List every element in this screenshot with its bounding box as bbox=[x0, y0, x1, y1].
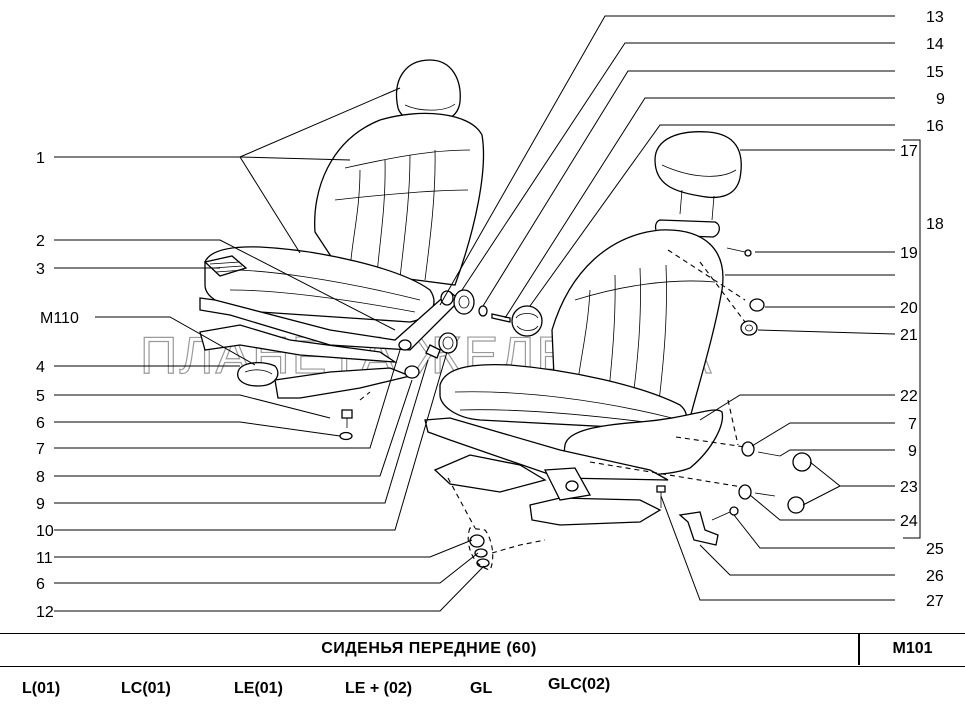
left-seat-assembly bbox=[199, 59, 485, 441]
callout-11: 11 bbox=[36, 550, 53, 567]
callout-6: 6 bbox=[36, 415, 45, 432]
callout-18: 18 bbox=[926, 216, 944, 233]
callout-7-right: 7 bbox=[908, 416, 917, 433]
callout-23: 23 bbox=[900, 479, 918, 496]
title-divider bbox=[858, 634, 860, 665]
callouts-left: 1 2 3 M110 4 5 6 7 8 9 10 11 6 12 bbox=[36, 150, 79, 621]
callout-17: 17 bbox=[900, 143, 918, 160]
variant-glc02: GLC(02) bbox=[548, 676, 611, 693]
callout-22: 22 bbox=[900, 388, 918, 405]
recliner-knob-parts bbox=[440, 289, 543, 337]
callout-2: 2 bbox=[36, 233, 45, 250]
callout-19: 19 bbox=[900, 245, 918, 262]
callout-10: 10 bbox=[36, 523, 54, 540]
callout-26: 26 bbox=[926, 568, 944, 585]
callout-25: 25 bbox=[926, 541, 944, 558]
variant-le01: LE(01) bbox=[234, 680, 283, 697]
title-block: СИДЕНЬЯ ПЕРЕДНИЕ (60) M101 bbox=[0, 633, 965, 667]
callout-9: 9 bbox=[36, 496, 45, 513]
callout-16: 16 bbox=[926, 118, 944, 135]
right-seat-exploded bbox=[424, 131, 812, 571]
callout-14: 14 bbox=[926, 36, 944, 53]
callout-13: 13 bbox=[926, 9, 944, 26]
callout-9-right: 9 bbox=[936, 91, 945, 108]
variant-le-plus02: LE + (02) bbox=[345, 680, 413, 697]
callout-5: 5 bbox=[36, 388, 45, 405]
callout-27: 27 bbox=[926, 593, 944, 610]
variant-gl: GL bbox=[470, 680, 493, 697]
callout-m110: M110 bbox=[40, 310, 79, 327]
callout-21: 21 bbox=[900, 327, 918, 344]
callout-20: 20 bbox=[900, 300, 918, 317]
leader-lines bbox=[54, 15, 921, 612]
diagram-code: M101 bbox=[892, 640, 933, 657]
callout-15: 15 bbox=[926, 64, 944, 81]
callout-4: 4 bbox=[36, 359, 45, 376]
callout-12: 12 bbox=[36, 604, 54, 621]
assembly-dashed-lines bbox=[447, 249, 746, 554]
variant-lc01: LC(01) bbox=[121, 680, 171, 697]
callout-1: 1 bbox=[36, 150, 45, 167]
parts-diagram: ПЛАНЕТА ЖЕЛЕЗЯКА bbox=[36, 9, 945, 621]
callout-3: 3 bbox=[36, 261, 45, 278]
callout-7: 7 bbox=[36, 441, 45, 458]
callout-8: 8 bbox=[36, 469, 45, 486]
variant-list: L(01) LC(01) LE(01) LE + (02) GL GLC(02) bbox=[0, 676, 965, 706]
variant-l01: L(01) bbox=[22, 680, 61, 697]
callout-9-right-b: 9 bbox=[908, 443, 917, 460]
callout-24: 24 bbox=[900, 513, 918, 530]
callouts-right: 13 14 15 9 16 17 18 19 20 21 22 7 9 23 2… bbox=[900, 9, 945, 610]
diagram-title: СИДЕНЬЯ ПЕРЕДНИЕ (60) bbox=[321, 640, 537, 657]
callout-6b: 6 bbox=[36, 576, 45, 593]
